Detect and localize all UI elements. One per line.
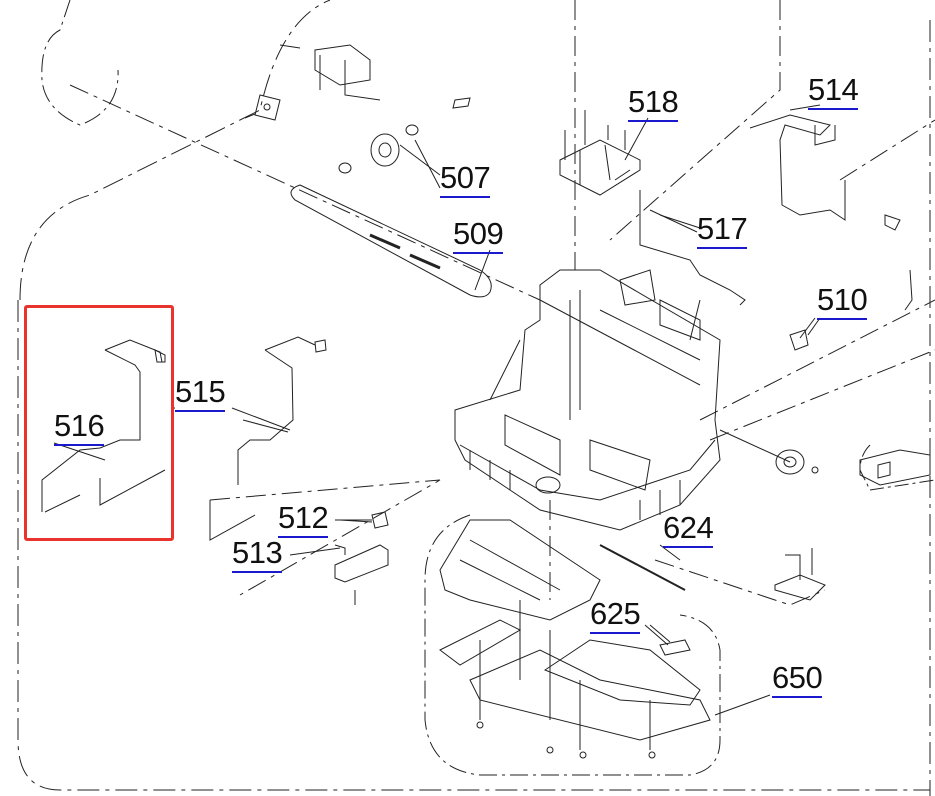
board-part-518 [559,110,641,196]
wire-part-516 [41,339,166,513]
tray-part-650 [439,519,711,759]
part-label-513[interactable]: 513 [232,535,283,573]
bracket-part [244,44,471,121]
part-label-507[interactable]: 507 [440,160,491,198]
part-625 [649,624,691,656]
rail-part-509 [290,184,492,298]
gear-part [719,429,819,475]
part-label-516[interactable]: 516 [54,408,105,446]
cable-part-517 [639,190,746,306]
part-512-513 [334,511,389,605]
highlight-box-516 [24,305,174,541]
assembly-boundary [17,0,931,796]
part-624 [599,544,686,591]
part-label-518[interactable]: 518 [628,84,679,122]
pulley-part [338,124,441,176]
wire-part-515 [209,336,327,541]
tray-group-boundary [424,514,721,776]
wire-part-514 [749,114,913,311]
part-label-624[interactable]: 624 [663,510,714,548]
part-label-514[interactable]: 514 [808,72,859,110]
sensor-part-510 [789,317,816,351]
part-label-650[interactable]: 650 [772,660,823,698]
part-label-510[interactable]: 510 [817,282,868,320]
bracket-part-lower-right [774,548,826,601]
connector-part [859,449,931,486]
part-label-509[interactable]: 509 [453,216,504,254]
main-frame [454,269,721,531]
part-label-517[interactable]: 517 [697,211,748,249]
part-label-515[interactable]: 515 [175,374,226,412]
part-label-512[interactable]: 512 [278,500,329,538]
top-left-group-boundary [41,0,119,126]
part-label-625[interactable]: 625 [590,596,641,634]
